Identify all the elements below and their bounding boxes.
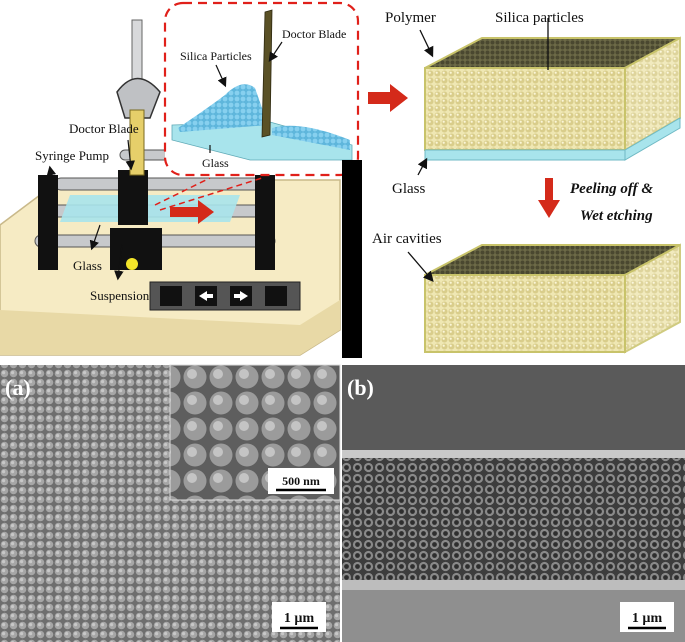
zoom-inset: Silica Particles Doctor Blade Glass — [154, 1, 360, 211]
right-pillar — [255, 175, 275, 270]
control-panel — [149, 281, 301, 311]
panel-a-label: (a) — [5, 375, 31, 400]
label-doctor-blade: Doctor Blade — [69, 121, 139, 136]
sem-panel-a: (a) 500 nm 1 µm — [0, 364, 341, 642]
label-air-cavities: Air cavities — [372, 231, 442, 247]
glass-slide — [60, 195, 240, 222]
film-bottom — [424, 243, 681, 354]
panel-b-label: (b) — [347, 375, 374, 400]
left-arrow-icon — [199, 291, 213, 301]
inset-particles — [178, 84, 268, 132]
label-glass: Glass — [73, 258, 102, 273]
label-suspension: Suspension — [90, 288, 150, 303]
left-pillar — [38, 175, 58, 270]
inset-label-silica: Silica Particles — [180, 49, 252, 63]
scalebar-a-text: 1 µm — [284, 611, 315, 626]
transfer-arrow — [368, 84, 408, 112]
right-arrow-icon — [234, 291, 248, 301]
inset-label-glass: Glass — [202, 156, 229, 170]
film-schematic: Polymer Silica particles Glass Peeling o… — [368, 10, 681, 354]
label-syringe-pump: Syringe Pump — [35, 148, 109, 163]
scalebar-b-text: 1 µm — [632, 611, 663, 626]
step-label-2: Wet etching — [580, 208, 653, 224]
sem-panel-b: (b) 1 µm — [342, 365, 685, 642]
label-film-glass: Glass — [392, 181, 425, 197]
inset-blade — [261, 9, 273, 138]
film-top — [424, 36, 681, 161]
inset-label-blade: Doctor Blade — [282, 27, 346, 41]
inset-scalebar-text: 500 nm — [282, 474, 320, 488]
motion-arrow — [170, 200, 214, 224]
label-polymer: Polymer — [385, 10, 436, 26]
separator-strip — [342, 160, 362, 358]
sem-b-crosssection — [342, 458, 685, 580]
glass-layer — [424, 149, 626, 161]
label-silica-particles: Silica particles — [495, 10, 584, 26]
suspension-dot — [126, 258, 138, 270]
coating-schematic: Syringe Pump Doctor Blade Glass Suspensi… — [0, 0, 362, 356]
step-label-1: Peeling off & — [570, 181, 653, 197]
process-arrow — [538, 178, 560, 218]
